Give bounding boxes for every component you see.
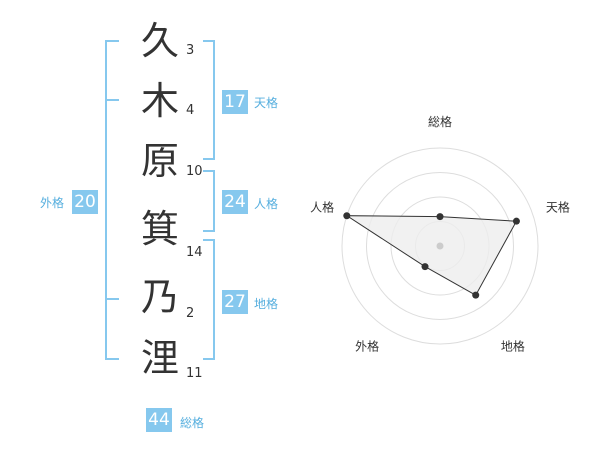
chikaku-label: 地格 (254, 297, 279, 311)
radar-ring (341, 147, 539, 345)
stroke-count-6: 11 (186, 366, 203, 381)
axis-label-soukaku: 総格 (428, 114, 452, 129)
radar-chart: 総格 天格 地格 外格 人格 (310, 114, 570, 353)
gaikaku-bracket-tick (105, 99, 119, 101)
axis-label-chikaku: 地格 (501, 338, 525, 353)
radar-ring (366, 172, 514, 320)
gaikaku-bracket-line (105, 40, 107, 360)
axis-label-jinkaku: 人格 (310, 200, 334, 215)
stroke-count-1: 3 (186, 43, 195, 58)
chikaku-bracket-bottom (203, 358, 215, 360)
chikaku-bracket-top (203, 239, 215, 241)
name-char-1: 久 (140, 19, 179, 63)
tenkaku-bracket-line (213, 40, 215, 160)
gaikaku-label: 外格 (40, 196, 65, 210)
jinkaku-bracket-top (203, 170, 215, 172)
gaikaku-badge: 20 (72, 190, 98, 214)
radar-points (343, 212, 520, 299)
gaikaku-bracket-tick (105, 40, 119, 42)
gaikaku-bracket-tick (105, 298, 119, 300)
tenkaku-bracket-bottom (203, 158, 215, 160)
tenkaku-label: 天格 (254, 96, 279, 110)
radar-point (436, 213, 444, 221)
stroke-count-3: 10 (186, 164, 203, 179)
soukaku-label: 総格 (180, 416, 205, 430)
chikaku-badge: 27 (222, 290, 248, 314)
name-char-5: 乃 (140, 275, 179, 319)
tenkaku-badge: 17 (222, 90, 248, 114)
jinkaku-badge: 24 (222, 190, 248, 214)
radar-point (421, 263, 429, 271)
name-char-6: 浬 (140, 336, 179, 380)
soukaku-badge: 44 (146, 408, 172, 432)
radar-area (345, 215, 518, 296)
axis-label-gaikaku: 外格 (355, 338, 379, 353)
name-char-3: 原 (140, 139, 179, 183)
stroke-count-2: 4 (186, 103, 195, 118)
radar-point (343, 212, 351, 220)
gaikaku-bracket-tick (105, 358, 119, 360)
jinkaku-bracket-line (213, 170, 215, 232)
radar-point (472, 291, 480, 299)
jinkaku-label: 人格 (254, 197, 279, 211)
radar-point (512, 217, 520, 225)
name-char-2: 木 (140, 79, 179, 123)
axis-label-tenkaku: 天格 (546, 200, 570, 215)
jinkaku-bracket-bottom (203, 230, 215, 232)
stroke-count-5: 2 (186, 306, 195, 321)
chikaku-bracket-line (213, 239, 215, 360)
radar-center (436, 242, 444, 250)
stroke-count-4: 14 (186, 245, 203, 260)
name-char-4: 箕 (140, 207, 179, 251)
tenkaku-bracket-top (203, 40, 215, 42)
